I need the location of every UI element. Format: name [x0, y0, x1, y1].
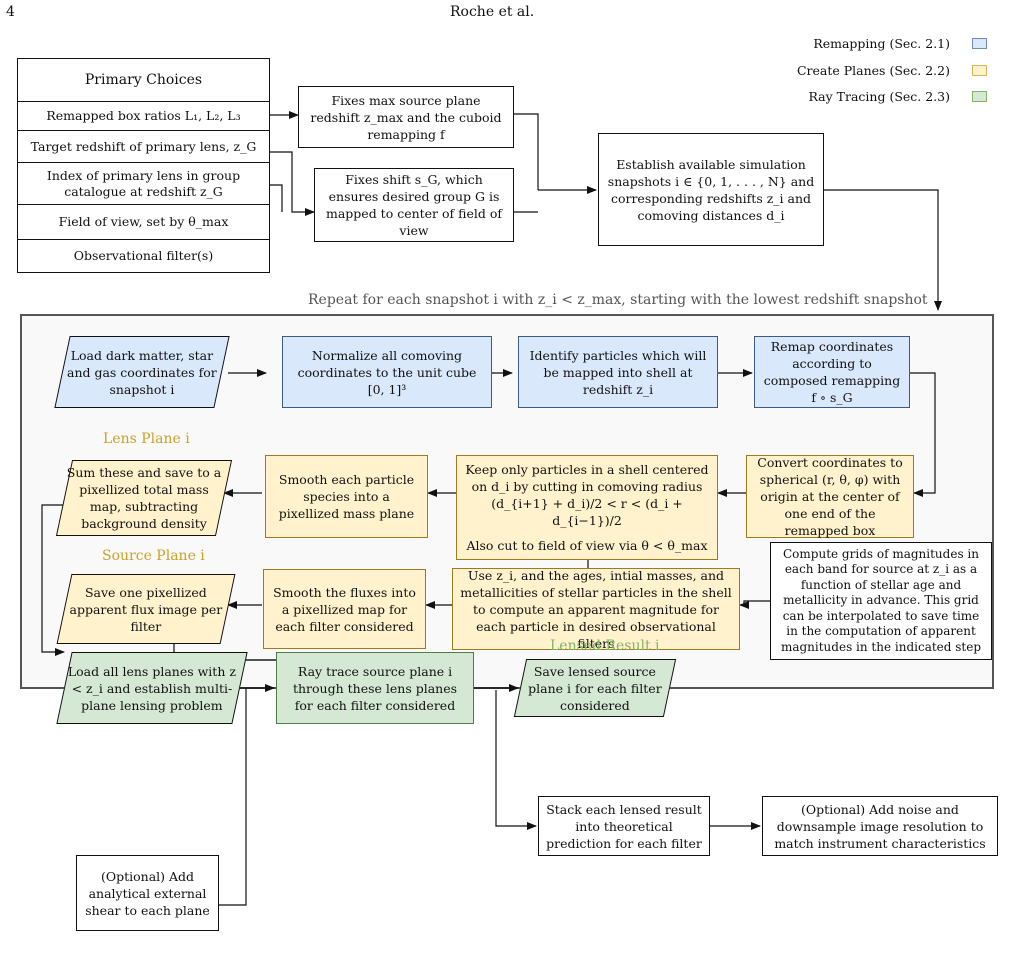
fixes-max-redshift-box: Fixes max source plane redshift z_max an…: [298, 86, 514, 148]
page-number: 4: [6, 4, 15, 20]
lensed-result-title: Lensed Result i: [550, 638, 660, 654]
identify-particles-box: Identify particles which will be mapped …: [518, 336, 718, 408]
primary-choice-target-redshift: Target redshift of primary lens, z_G: [18, 130, 269, 162]
source-plane-title: Source Plane i: [102, 548, 205, 564]
legend-swatch-create-planes: [972, 65, 987, 76]
normalize-coordinates-box: Normalize all comoving coordinates to th…: [282, 336, 492, 408]
legend-label-remapping: Remapping (Sec. 2.1): [813, 36, 950, 51]
legend-swatch-remapping: [972, 38, 987, 49]
keep-particles-box: Keep only particles in a shell centered …: [456, 455, 718, 560]
primary-choices-title: Primary Choices: [84, 72, 203, 88]
legend-swatch-ray-tracing: [972, 91, 987, 102]
establish-snapshots-box: Establish available simulation snapshots…: [598, 133, 824, 246]
optional-noise-box: (Optional) Add noise and downsample imag…: [762, 796, 998, 856]
repeat-label: Repeat for each snapshot i with z_i < z_…: [308, 292, 928, 308]
load-lens-planes-box: Load all lens planes with z < z_i and es…: [56, 652, 248, 724]
save-lensed-box: Save lensed source plane i for each filt…: [513, 659, 677, 717]
convert-spherical-box: Convert coordinates to spherical (r, θ, …: [746, 455, 914, 538]
legend-label-create-planes: Create Planes (Sec. 2.2): [796, 63, 950, 78]
optional-shear-box: (Optional) Add analytical external shear…: [76, 855, 219, 931]
sum-save-box: Sum these and save to a pixellized total…: [55, 460, 233, 536]
primary-choice-box-ratios: Remapped box ratios L₁, L₂, L₃: [18, 101, 269, 130]
use-zi-box: Use z_i, and the ages, intial masses, an…: [452, 568, 740, 651]
remap-coordinates-box: Remap coordinates according to composed …: [754, 336, 910, 408]
primary-choice-filters: Observational filter(s): [18, 239, 269, 272]
save-flux-box: Save one pixellized apparent flux image …: [56, 574, 236, 644]
running-head: Roche et al.: [450, 4, 535, 20]
ray-trace-box: Ray trace source plane i through these l…: [276, 652, 474, 724]
primary-choice-field-of-view: Field of view, set by θ_max: [18, 204, 269, 239]
lens-plane-title: Lens Plane i: [103, 431, 190, 447]
fixes-shift-box: Fixes shift s_G, which ensures desired g…: [314, 168, 514, 242]
primary-choice-index: Index of primary lens in group catalogue…: [18, 162, 269, 204]
keep-particles-shell-text: Keep only particles in a shell centered …: [465, 462, 709, 528]
load-coordinates-box: Load dark matter, star and gas coordinat…: [54, 336, 230, 408]
primary-choices-table: Primary Choices Remapped box ratios L₁, …: [17, 58, 270, 273]
stack-results-box: Stack each lensed result into theoretica…: [538, 796, 710, 856]
legend-label-ray-tracing: Ray Tracing (Sec. 2.3): [808, 89, 950, 104]
keep-particles-fov-text: Also cut to field of view via θ < θ_max: [466, 538, 708, 553]
smooth-species-box: Smooth each particle species into a pixe…: [265, 455, 428, 538]
compute-grids-box: Compute grids of magnitudes in each band…: [770, 542, 992, 660]
smooth-fluxes-box: Smooth the fluxes into a pixellized map …: [263, 569, 426, 649]
